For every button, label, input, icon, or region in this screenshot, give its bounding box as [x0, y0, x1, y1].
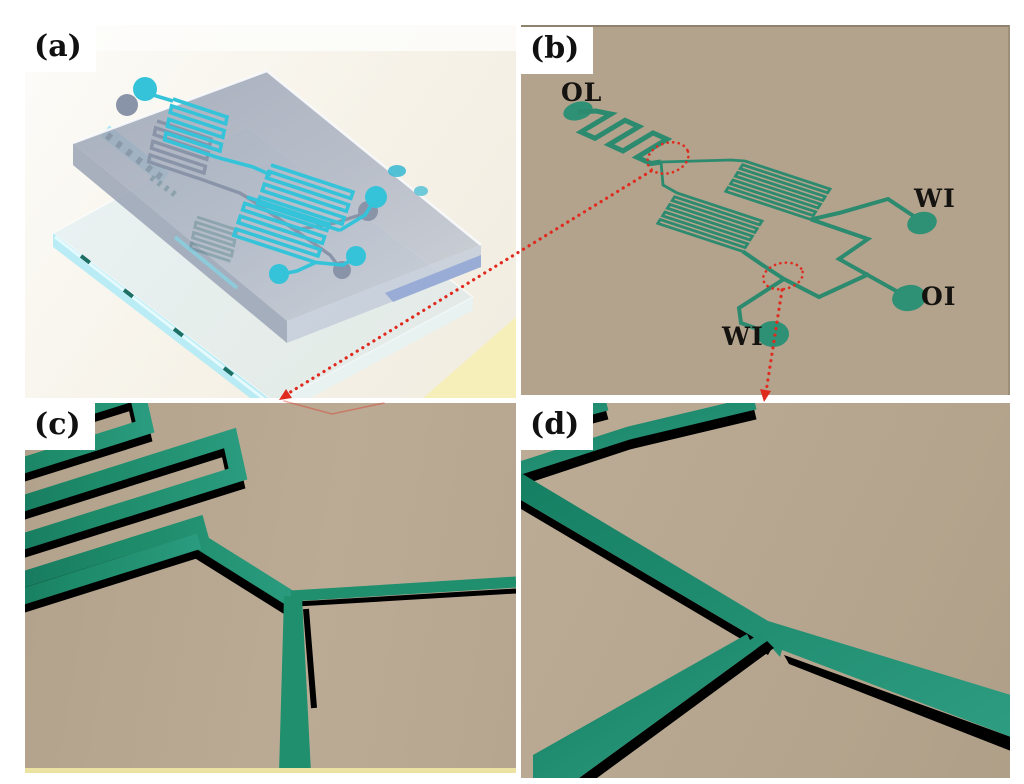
channel-junction-2: [741, 249, 870, 300]
serpentine-mixer-1: [575, 108, 673, 167]
chip-serpentine-1: [162, 97, 230, 160]
zoom-view-c-svg: [25, 403, 516, 773]
chip-outlet-port-2: [346, 246, 366, 266]
schematic-svg: [563, 101, 937, 347]
edge-channel-marks: [79, 254, 234, 377]
side-port-blob: [388, 165, 406, 177]
panel-label-b: (b): [521, 27, 594, 74]
port-label-wi-bottom: WI: [722, 322, 764, 351]
channel-to-wi-right: [810, 196, 917, 222]
port-oi: [892, 284, 926, 312]
junction-left-arm: [25, 533, 202, 605]
channel-to-oi: [810, 217, 908, 299]
zoom-view-d-svg: [521, 403, 1010, 778]
tributary-channel: [533, 632, 767, 778]
serpentine-block-lower: [655, 161, 765, 253]
chip-outlet-port-1: [365, 186, 387, 208]
port-label-ol: OL: [561, 78, 603, 107]
vertical-channel-shadow: [303, 608, 317, 709]
panel-b-schematic: OL WI OI WI (b): [521, 25, 1010, 395]
tributary-shadow: [579, 641, 774, 778]
main-channel: [521, 473, 1010, 737]
panel-label-a: (a): [25, 25, 96, 72]
port-label-oi: OI: [921, 282, 957, 311]
horizontal-channel: [290, 576, 516, 602]
background-top-band: [25, 25, 516, 51]
vertical-channel: [279, 596, 311, 773]
serpentine-block-upper: [660, 158, 833, 221]
main-channel-shadow-right: [784, 655, 1010, 751]
panel-a-3d-render: (a): [25, 25, 516, 398]
panel-label-d: (d): [521, 403, 594, 450]
main-channel-shadow-left: [521, 500, 772, 655]
side-port-blob-2: [414, 186, 428, 196]
yellow-strip: [25, 768, 516, 773]
panel-c-zoom-junction: (c): [25, 403, 516, 773]
port-label-wi-right: WI: [914, 184, 956, 213]
chip-outlet-port-3: [269, 264, 289, 284]
chip-3d-render: [25, 25, 516, 398]
junction-right-arm: [25, 514, 298, 607]
chip-inlet-port: [133, 77, 157, 101]
panel-label-c: (c): [25, 403, 95, 450]
panel-d-zoom-junction: (d): [521, 403, 1010, 778]
port-wi-right: [907, 211, 937, 235]
channel-to-wi-bottom: [736, 277, 786, 334]
